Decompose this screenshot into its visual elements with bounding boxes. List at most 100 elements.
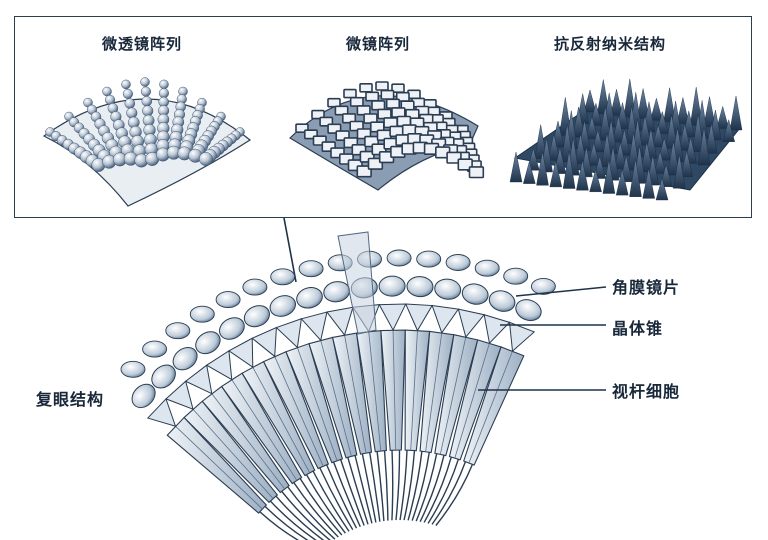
microlens-cell (380, 89, 395, 100)
crystalline-cone (275, 318, 302, 349)
microlens-sphere (122, 88, 133, 99)
nano-spike (656, 110, 669, 134)
nano-spike (523, 160, 536, 184)
nerve-fiber (415, 453, 438, 522)
nano-spike (583, 89, 597, 113)
crystalline-cone-label: 晶体锥 (612, 319, 664, 338)
rod-cell (308, 336, 358, 459)
nano-spike (691, 113, 705, 152)
nano-spike (572, 106, 585, 138)
nerve-fiber (281, 490, 331, 540)
rod-cell (241, 360, 316, 477)
nerve-fiber (423, 456, 452, 523)
nano-spike (667, 140, 680, 176)
nano-spike (663, 87, 676, 122)
antireflection-illustration (509, 78, 743, 201)
nano-spike (549, 160, 563, 188)
microlens-cell (327, 97, 341, 108)
nano-spike (534, 124, 547, 159)
crystalline-cone (165, 380, 194, 411)
microlens-sphere (142, 105, 154, 117)
nerve-fiber (354, 455, 373, 524)
rod-core (410, 330, 418, 451)
cornea-lens (195, 331, 221, 355)
cornea-lens (503, 267, 529, 285)
nerve-fiber (391, 450, 394, 521)
nerve-fiber (264, 505, 309, 540)
cornea-lens (270, 268, 296, 286)
nano-spike (536, 151, 549, 186)
nerve-fiber (369, 452, 381, 522)
microlens-cell (375, 81, 389, 91)
microlens-cell (367, 157, 384, 170)
nano-spike (509, 151, 523, 183)
nerve-fiber (319, 467, 354, 531)
cornea-lens (515, 299, 542, 322)
nerve-fiber (376, 451, 385, 522)
nano-spike (629, 158, 642, 197)
nerve-fiber (332, 461, 361, 528)
rhabdom-cells-label: 视杆细胞 (612, 382, 681, 401)
rod-core (192, 408, 274, 499)
crystalline-cone (184, 364, 213, 395)
nerve-fiber (399, 450, 408, 521)
cornea-lens (142, 340, 168, 358)
nano-spike (602, 159, 616, 194)
light-column (337, 231, 377, 335)
rod-core (344, 334, 367, 454)
nano-spike (703, 96, 716, 127)
crystalline-cone (378, 303, 407, 332)
eye-crystalline-cones (146, 303, 536, 427)
nerve-fiber (411, 452, 430, 521)
microlens-sphere (140, 86, 151, 97)
microlens-sphere (102, 86, 112, 97)
rod-core (439, 336, 467, 455)
antireflection-title: 抗反射纳米结构 (553, 35, 666, 53)
nano-spike (653, 150, 667, 174)
nano-spike (612, 115, 625, 143)
microlens-grid-illustration (289, 81, 485, 191)
nano-spike (697, 126, 711, 166)
crystalline-cone (146, 397, 177, 427)
nerve-fiber (293, 482, 339, 538)
rod-core (468, 350, 513, 464)
rod-cell (262, 350, 330, 470)
nano-spike (547, 134, 561, 161)
microlens-sphere (126, 107, 138, 119)
microlens-compound-title: 微透镜阵列 (101, 35, 182, 53)
cornea-lens (131, 383, 156, 409)
nerve-fiber (431, 461, 467, 525)
nano-spike (716, 105, 729, 129)
crystalline-cone (431, 304, 460, 334)
rod-cell (448, 339, 502, 461)
cornea-lens (298, 260, 324, 278)
microlens-cell (343, 88, 357, 99)
microlens-grid-cells (295, 81, 485, 179)
microlens-cell (385, 98, 401, 109)
microlens-cell (334, 105, 349, 116)
nano-spikes (509, 78, 743, 201)
compound-eye-illustration (120, 231, 556, 540)
cornea-lens (120, 360, 146, 378)
nerve-fiber (287, 486, 336, 540)
microlens-cell (359, 83, 373, 93)
cornea-lens (434, 278, 462, 300)
cornea-lens (406, 276, 434, 298)
nerve-fiber (347, 457, 369, 525)
rod-core (425, 332, 443, 452)
rod-core (175, 425, 263, 510)
nano-spike (678, 124, 692, 151)
nano-spike (615, 169, 629, 196)
rod-core (252, 366, 311, 473)
nano-spike (642, 168, 655, 199)
rod-cell (380, 329, 406, 451)
microlens-cell (349, 96, 364, 107)
rod-cell (434, 334, 479, 457)
microlens-sphere (124, 98, 136, 109)
microlens-spheres (45, 77, 245, 172)
rod-cell (331, 332, 373, 455)
nano-spike (655, 177, 669, 201)
rod-core (392, 330, 397, 451)
cornea-lens (219, 317, 245, 340)
cornea-lens (151, 364, 176, 389)
